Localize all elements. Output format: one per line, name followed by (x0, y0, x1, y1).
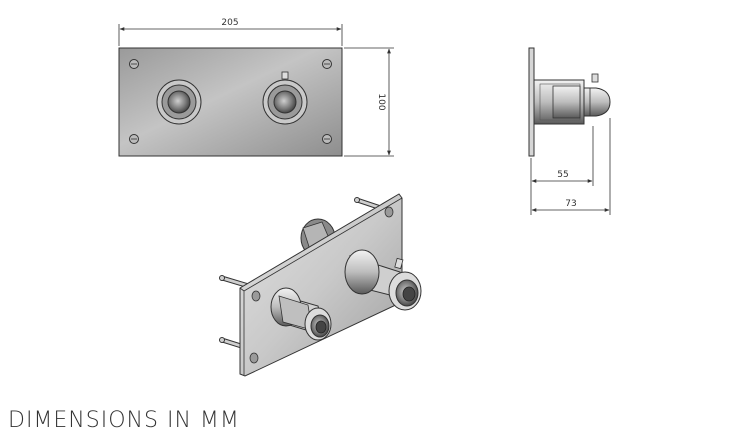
left-knob-front (156, 79, 202, 125)
side-view: 55 73 (528, 47, 611, 215)
side-plate (528, 47, 535, 157)
height-dimension (344, 47, 394, 157)
height-label: 100 (376, 93, 386, 110)
isometric-view (219, 193, 422, 377)
units-caption: DIMENSIONS IN MM (8, 408, 240, 433)
width-dimension (118, 24, 343, 46)
left-knob-iso (270, 287, 332, 341)
width-label: 205 (221, 18, 238, 28)
front-view: 205 100 (118, 18, 394, 157)
right-knob-front (262, 71, 308, 125)
depth-total-label: 73 (565, 199, 576, 209)
right-knob-iso (344, 249, 422, 311)
depth-body-label: 55 (557, 170, 568, 180)
depth-dimensions (530, 118, 611, 215)
front-plate (118, 47, 343, 157)
